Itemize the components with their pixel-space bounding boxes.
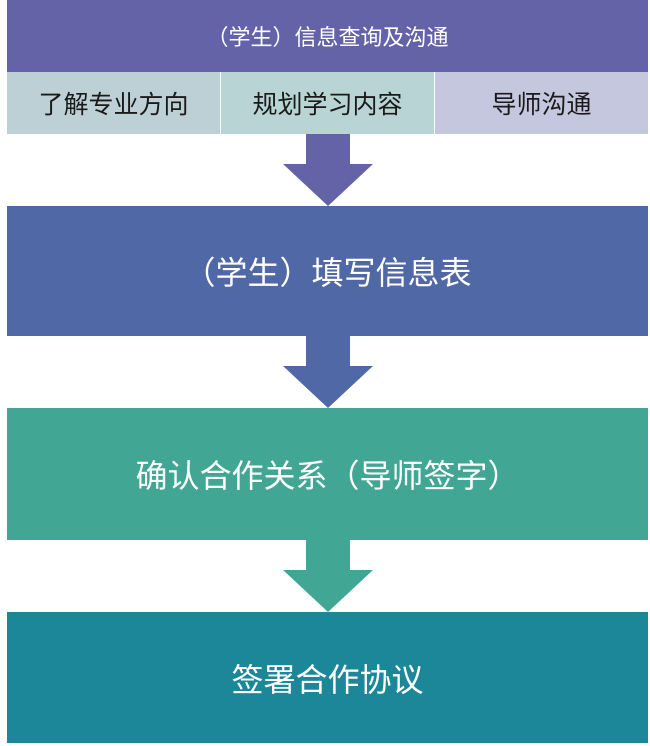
sub-item-study-plan: 规划学习内容 bbox=[221, 72, 435, 134]
sub-item-label: 了解专业方向 bbox=[38, 90, 189, 119]
step-fill-info-form: （学生）填写信息表 bbox=[7, 206, 648, 336]
header-box: （学生）信息查询及沟通 bbox=[7, 0, 648, 72]
header-title: （学生）信息查询及沟通 bbox=[206, 26, 449, 51]
down-arrow-2 bbox=[283, 336, 373, 408]
step-label: 确认合作关系（导师签字） bbox=[135, 457, 520, 495]
sub-item-label: 导师沟通 bbox=[491, 90, 592, 119]
arrow-shape bbox=[283, 336, 373, 408]
step-sign-agreement: 签署合作协议 bbox=[7, 612, 648, 743]
arrow-shape bbox=[283, 134, 373, 206]
step-confirm-cooperation: 确认合作关系（导师签字） bbox=[7, 408, 648, 540]
step-label: （学生）填写信息表 bbox=[183, 254, 472, 292]
down-arrow-3 bbox=[283, 540, 373, 612]
sub-items-row: 了解专业方向 规划学习内容 导师沟通 bbox=[7, 72, 648, 134]
sub-item-major-direction: 了解专业方向 bbox=[7, 72, 221, 134]
step-label: 签署合作协议 bbox=[231, 660, 424, 699]
sub-item-label: 规划学习内容 bbox=[252, 90, 403, 119]
down-arrow-1 bbox=[283, 134, 373, 206]
arrow-shape bbox=[283, 540, 373, 612]
sub-item-advisor-communication: 导师沟通 bbox=[435, 72, 648, 134]
